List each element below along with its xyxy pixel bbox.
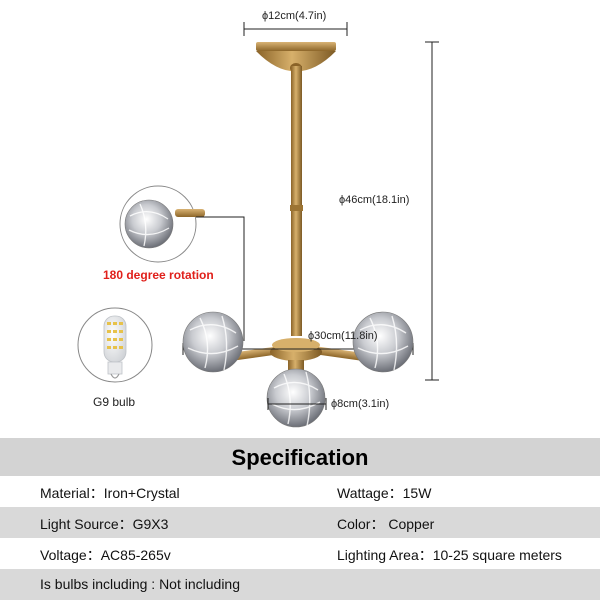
spec-lighting-area: Lighting Area：10-25 square meters (337, 547, 562, 563)
spec-bulbs-included: Is bulbs including : Not including (40, 576, 241, 592)
product-illustration (77, 22, 439, 428)
span-diameter-label: ϕ30cm(11.8in) (308, 330, 378, 342)
bulb-callout-label: G9 bulb (93, 395, 136, 409)
spec-row: Material：Iron+Crystal Wattage：15W (0, 476, 600, 507)
downrod (290, 66, 303, 336)
spec-material: Material：Iron+Crystal (40, 485, 180, 501)
specification-title: Specification (231, 445, 369, 470)
height-label: ϕ46cm(18.1in) (339, 194, 410, 206)
crystal-globe-right (352, 311, 414, 373)
rotation-detail-inset (119, 185, 245, 341)
spec-row: Light Source：G9X3 Color： Copper (0, 507, 600, 538)
spec-color: Color： Copper (337, 516, 435, 532)
spec-wattage: Wattage：15W (337, 485, 432, 501)
globe-dimension-line (267, 398, 327, 410)
specification-header: Specification (0, 438, 600, 476)
g9-bulb-inset (77, 307, 153, 383)
crystal-globe-left (182, 311, 244, 373)
canopy-diameter-label: ϕ12cm(4.7in) (262, 10, 327, 22)
spec-row: Voltage：AC85-265v Lighting Area：10-25 sq… (0, 538, 600, 569)
height-dimension-line (425, 41, 439, 381)
canopy-dimension-line (243, 22, 348, 36)
spec-voltage: Voltage：AC85-265v (40, 547, 171, 563)
globe-diameter-label: ϕ8cm(3.1in) (331, 398, 390, 410)
ceiling-canopy (256, 42, 336, 73)
spec-row: Is bulbs including : Not including (0, 569, 600, 600)
crystal-globe-bottom (266, 368, 326, 428)
spec-light-source: Light Source：G9X3 (40, 516, 169, 532)
rotation-callout-label: 180 degree rotation (103, 268, 214, 282)
